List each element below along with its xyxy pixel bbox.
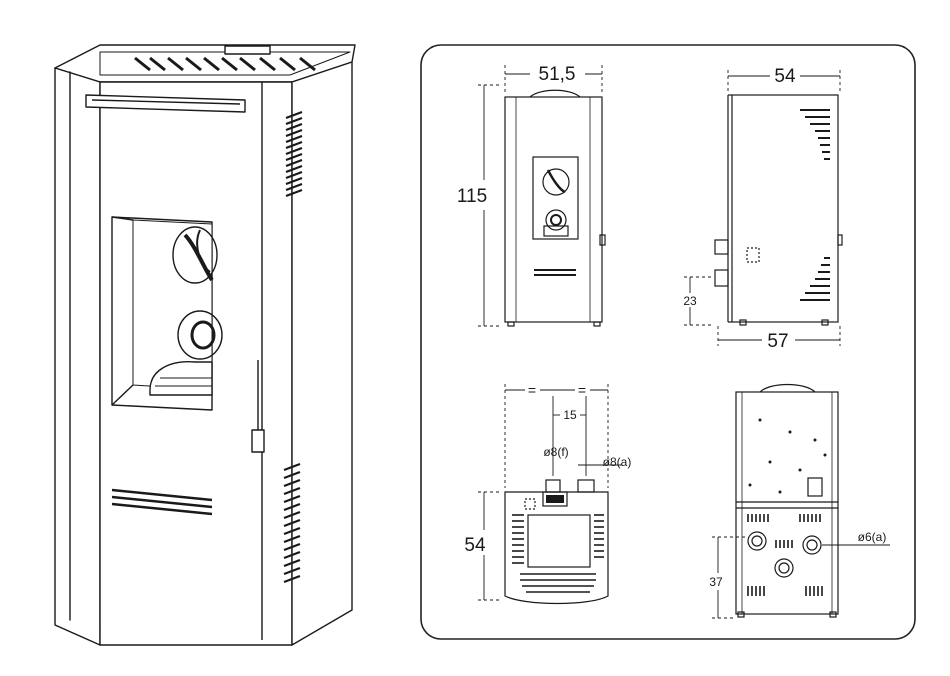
fire-window	[111, 216, 223, 411]
side-view-body	[731, 94, 839, 323]
top-grille	[134, 56, 316, 72]
rear-view-body	[735, 391, 839, 615]
top-dimension-view: = = 15 ø8(f) ø8(a) 54	[464, 382, 632, 605]
stove-side-panel	[291, 61, 353, 646]
top-outlet-label: ø8(a)	[603, 455, 632, 469]
front-height-label: 115	[457, 186, 487, 207]
rear-outlet-height-label: 37	[709, 575, 723, 589]
top-equal-left-label: =	[528, 382, 536, 398]
door-handle	[251, 360, 265, 453]
rear-dimension-view: ø6(a) 37	[709, 383, 890, 619]
top-handle-bar	[85, 94, 246, 113]
top-inlet-label: ø8(f)	[543, 445, 568, 459]
front-dimension-view: 51,5 115	[457, 64, 606, 327]
side-outlet-height-label: 23	[683, 294, 697, 308]
front-view-body	[504, 96, 603, 323]
side-dimension-view: 54 57 23	[683, 66, 843, 352]
top-equal-right-label: =	[578, 382, 586, 398]
side-depth-bottom-label: 57	[767, 331, 788, 352]
front-air-slots	[111, 488, 213, 516]
side-depth-top-label: 54	[774, 66, 796, 87]
side-vents-upper	[285, 110, 303, 198]
stove-perspective-view	[54, 44, 356, 646]
stove-left-edge	[54, 67, 101, 646]
top-depth-label: 54	[464, 535, 486, 556]
dimensions-panel	[420, 44, 916, 640]
rear-outlet-label: ø6(a)	[858, 530, 887, 544]
side-vents-lower	[283, 462, 301, 584]
top-control-panel	[224, 45, 271, 55]
top-view-body	[504, 491, 609, 605]
front-width-label: 51,5	[539, 64, 576, 85]
top-spacing-label: 15	[563, 408, 577, 422]
